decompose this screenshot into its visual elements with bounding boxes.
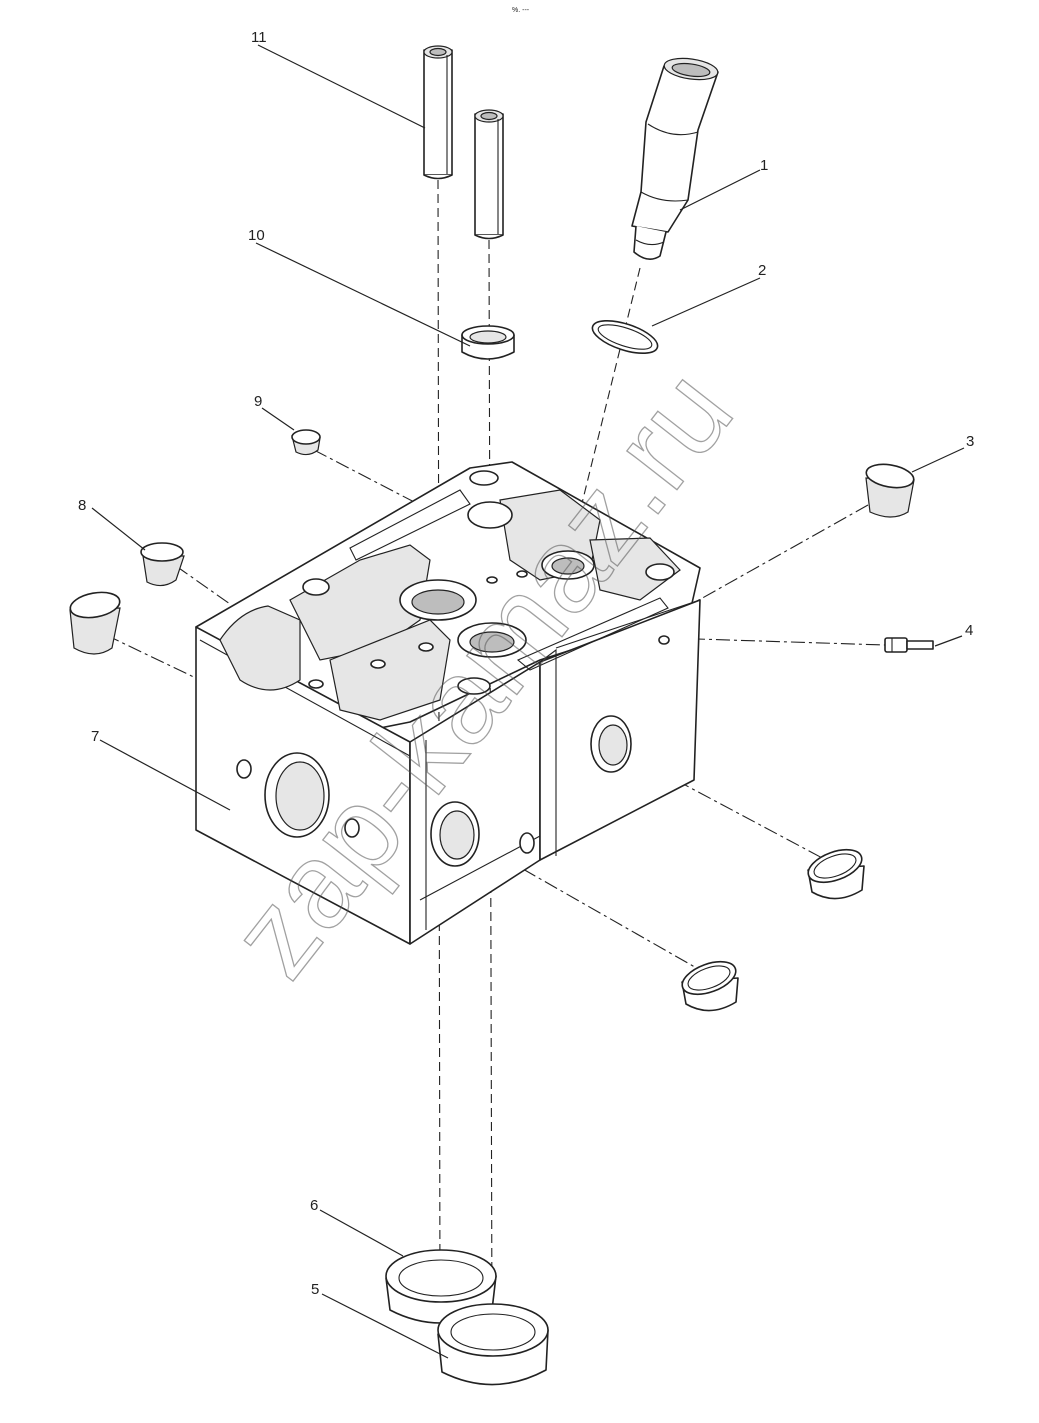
callout-3: 3	[966, 433, 974, 450]
sealing-ring-2	[591, 319, 659, 355]
callout-10: 10	[248, 227, 265, 244]
seal-ring-front	[681, 960, 739, 1012]
dowel-pin-4	[884, 637, 934, 653]
callout-2: 2	[758, 262, 766, 279]
plug-8	[140, 542, 185, 587]
plug-3	[865, 463, 915, 518]
callout-1: 1	[760, 157, 768, 174]
plug-9	[291, 429, 321, 456]
injector-sleeve	[631, 57, 719, 260]
guide-tube-right	[474, 109, 504, 240]
callout-5: 5	[311, 1281, 319, 1298]
guide-tube-left	[423, 45, 453, 180]
seal-ring-right	[807, 848, 865, 900]
leader-lines	[91, 44, 965, 1359]
valve-seat-insert-6	[385, 1249, 497, 1324]
callout-labels: 11 1 2 10 9 3 4 8 7 6 5	[78, 29, 974, 1298]
callout-11: 11	[251, 29, 267, 46]
callout-9: 9	[254, 393, 262, 410]
valve-seat-ring-10	[461, 325, 515, 360]
callout-7: 7	[91, 728, 99, 745]
plug-left-large	[69, 591, 121, 655]
cylinder-head	[195, 461, 701, 945]
callout-4: 4	[965, 622, 973, 639]
corner-mark: %. ---	[512, 7, 530, 14]
callout-6: 6	[310, 1197, 318, 1214]
valve-seat-insert-5	[437, 1303, 549, 1386]
callout-8: 8	[78, 497, 86, 514]
